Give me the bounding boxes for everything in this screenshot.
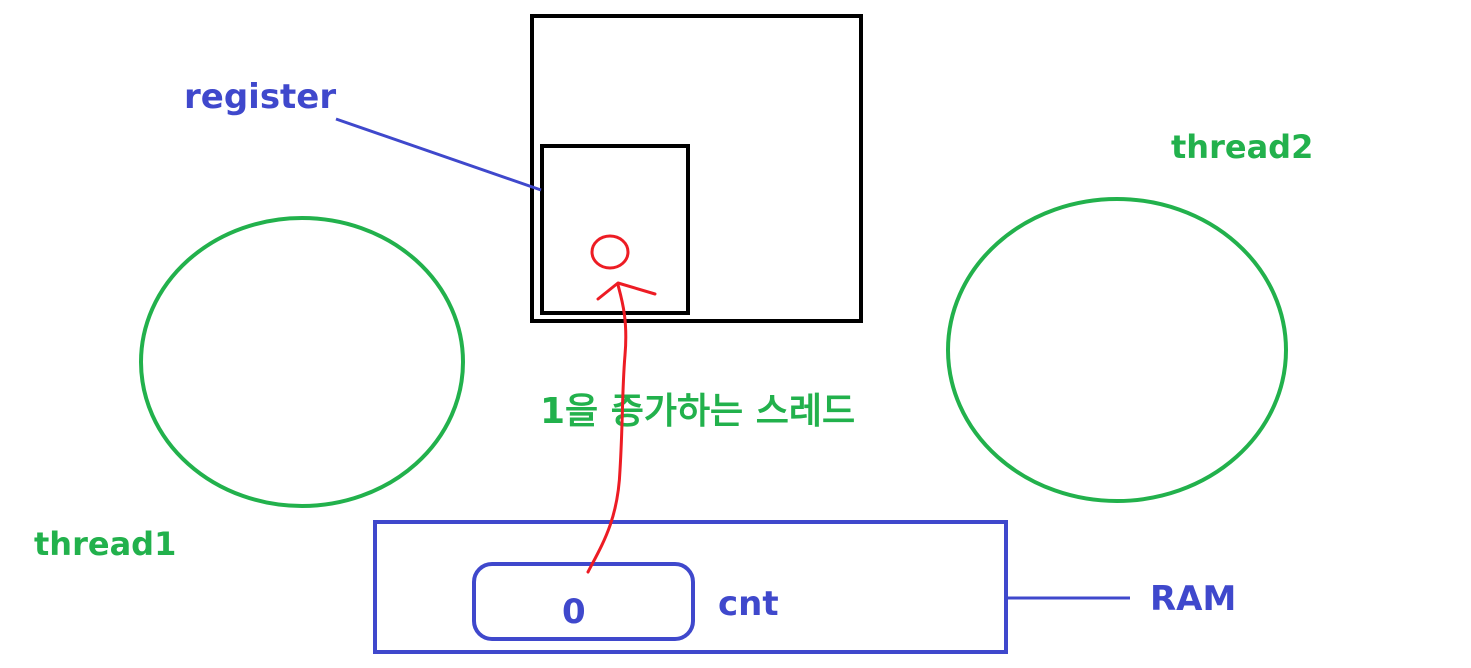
thread1-circle [139, 216, 465, 508]
cnt-value: 0 [562, 592, 586, 632]
thread2-circle [946, 197, 1288, 503]
load-arrow [586, 283, 628, 574]
increment-thread-label: 1을 증가하는 스레드 [540, 391, 855, 432]
cnt-label: cnt [718, 584, 779, 624]
thread2-label: thread2 [1171, 128, 1313, 166]
register-box [540, 144, 690, 315]
register-value-marker [590, 234, 630, 270]
register-pointer-line [335, 117, 542, 192]
cnt-value-box [472, 562, 695, 641]
cpu-box [530, 14, 863, 323]
thread1-label: thread1 [34, 525, 176, 563]
ram-box [373, 520, 1008, 654]
register-label: register [184, 77, 336, 117]
load-arrow-head [596, 281, 657, 301]
ram-label: RAM [1150, 579, 1236, 619]
